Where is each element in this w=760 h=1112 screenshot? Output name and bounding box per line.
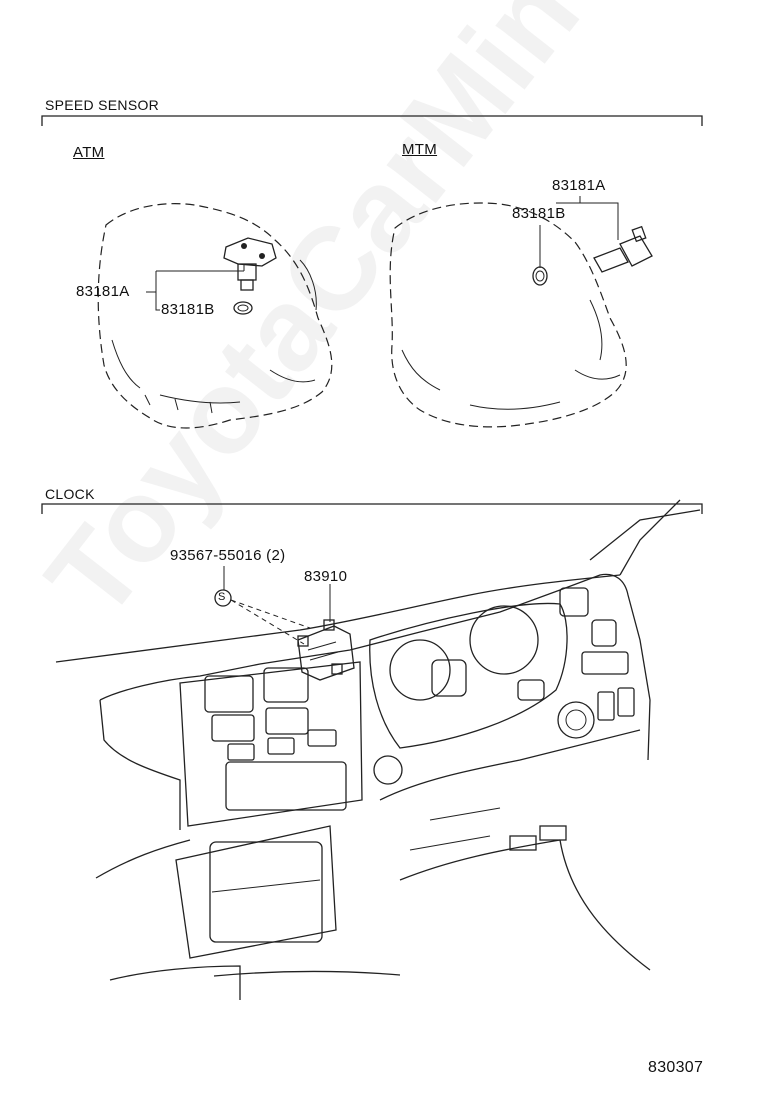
clock-frame xyxy=(41,503,703,514)
figure-number: 830307 xyxy=(648,1059,704,1076)
screw-symbol xyxy=(214,589,232,607)
mtm-transmission xyxy=(389,202,653,428)
clock-title: CLOCK xyxy=(45,486,95,502)
dashboard xyxy=(55,499,701,1000)
screw-part-number: 93567-55016 (2) xyxy=(170,547,286,564)
clock-part-number: 83910 xyxy=(304,568,348,585)
speed-sensor-title: SPEED SENSOR xyxy=(45,97,160,113)
mtm-label: MTM xyxy=(402,141,438,158)
mtm-leaders xyxy=(539,196,619,268)
atm-transmission xyxy=(97,203,333,429)
clock-unit xyxy=(297,619,355,681)
clock-leaders xyxy=(223,566,331,645)
screw-symbol-letter: S xyxy=(218,591,226,603)
speed-sensor-frame xyxy=(41,115,703,126)
mtm-oring-part-number: 83181B xyxy=(512,205,566,222)
atm-label: ATM xyxy=(73,144,105,161)
atm-sensor-part-number: 83181A xyxy=(76,283,130,300)
atm-leaders xyxy=(146,265,245,311)
atm-oring-part-number: 83181B xyxy=(161,301,215,318)
mtm-sensor-part-number: 83181A xyxy=(552,177,606,194)
